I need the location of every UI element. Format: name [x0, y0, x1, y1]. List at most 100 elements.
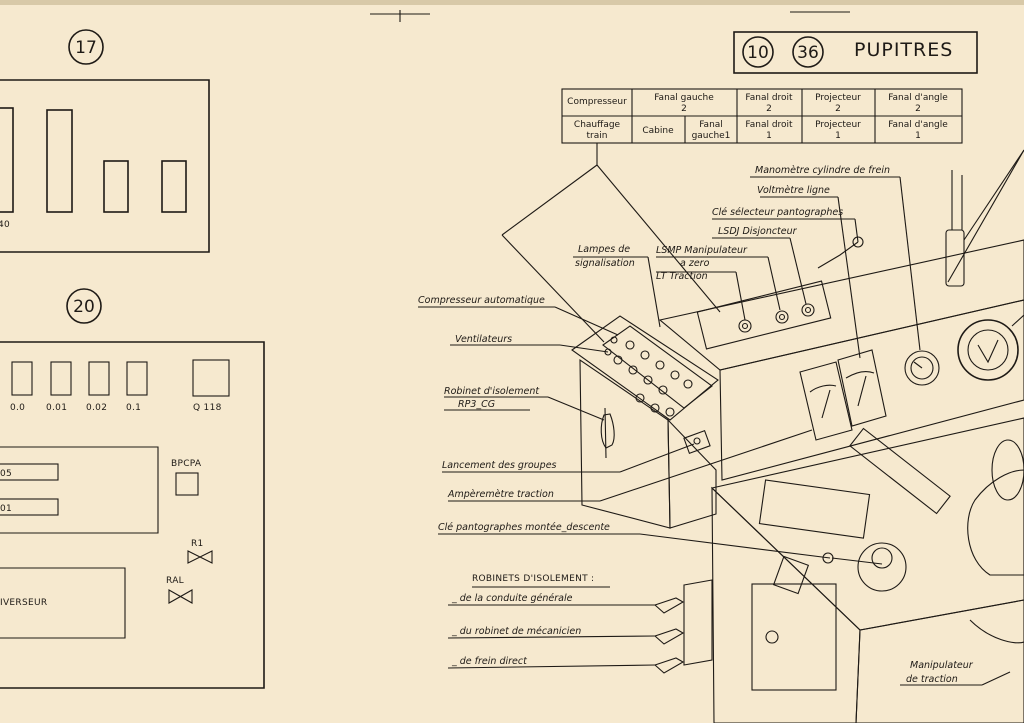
table-r2-projecteur-n: 1	[835, 131, 841, 141]
r1-valve-icon	[187, 550, 213, 564]
ral-label: RAL	[166, 576, 184, 586]
panel17-bar-2	[46, 109, 73, 213]
table-r1-fanal-gauche: Fanal gauche	[654, 93, 714, 103]
panel20-number: 20	[73, 297, 95, 317]
desk-slide	[849, 427, 951, 515]
label-a-zero: a zero	[680, 258, 710, 269]
header-circle-36	[792, 36, 824, 68]
panel20-box-q118	[192, 359, 230, 397]
pantograph-key-base	[857, 542, 907, 592]
table-r2-fanal-angle-n: 1	[915, 131, 921, 141]
table-r2-fanal-droit-n: 1	[766, 131, 772, 141]
panel17-bar-4	[161, 160, 187, 213]
large-dial	[957, 319, 1019, 381]
header-number-36: 36	[797, 43, 819, 63]
bpcpa-box	[175, 472, 199, 496]
upper-handle	[945, 229, 965, 287]
label-ventilateurs: Ventilateurs	[455, 334, 512, 345]
header-title: PUPITRES	[854, 39, 953, 61]
label-lancement: Lancement des groupes	[442, 460, 557, 471]
panel20-field-1	[0, 463, 59, 481]
header-circle-10	[742, 36, 774, 68]
panel17-bar-3	[103, 160, 129, 213]
table-r1-projecteur: Projecteur	[815, 93, 861, 103]
bpcpa-label: BPCPA	[171, 459, 202, 469]
label-conduite-generale: _ de la conduite générale	[451, 593, 573, 604]
panel20-field-2-value: 01	[0, 504, 12, 514]
panel20-box-01	[126, 361, 148, 396]
selector-key	[817, 241, 859, 269]
panel20-frame	[0, 341, 265, 689]
panel20-box-label-002: 0.02	[86, 403, 107, 413]
leader-lines	[418, 143, 1024, 686]
valve-frein-direct	[653, 657, 685, 674]
panel20-field-group	[0, 446, 159, 534]
desk-upper-panel	[658, 239, 1024, 371]
label-robinets-heading: ROBINETS D'ISOLEMENT :	[472, 574, 594, 584]
table-r1-projecteur-n: 2	[835, 104, 841, 114]
panel17-number: 17	[75, 38, 97, 58]
panel20-box-label-q118: Q 118	[193, 403, 222, 413]
label-robinet-mecanicien: _ du robinet de mécanicien	[451, 626, 581, 637]
valve-mecanicien	[653, 628, 685, 645]
table-r1-fanal-droit: Fanal droit	[745, 93, 793, 103]
label-amperemetre: Ampèremètre traction	[447, 489, 554, 500]
paper-edge	[0, 0, 1024, 5]
label-signalisation: signalisation	[575, 258, 635, 269]
table-r2-gauche1: gauche1	[692, 131, 731, 141]
cabinet-door	[751, 583, 837, 691]
ral-valve-icon	[168, 589, 193, 604]
label-manometre: Manomètre cylindre de frein	[755, 165, 890, 176]
header-frame	[733, 31, 978, 74]
label-cle-selecteur: Clé sélecteur pantographes	[712, 207, 843, 218]
panel20-number-circle	[66, 288, 102, 324]
table-r1-fanal-gauche-n: 2	[681, 104, 687, 114]
label-cle-pantographes: Clé pantographes montée_descente	[438, 522, 610, 533]
header-number-10: 10	[747, 43, 769, 63]
panel20-box-00	[11, 361, 33, 396]
panel17-number-circle	[68, 29, 104, 65]
panel20-field-2	[0, 498, 59, 516]
console-illustration	[571, 170, 1024, 723]
valve-conduite	[653, 597, 685, 614]
label-lsmp: LSMP Manipulateur	[656, 245, 748, 256]
table-r2-train: train	[587, 131, 608, 141]
table-r1-fanal-droit-n: 2	[766, 104, 772, 114]
table-r1-fanal-angle: Fanal d'angle	[888, 93, 948, 103]
switch-panel-side	[579, 358, 671, 529]
lamp-table	[561, 88, 963, 144]
indicator-strip	[696, 280, 832, 350]
panel20-box-label-001: 0.01	[46, 403, 67, 413]
inverseur-label: IVERSEUR	[0, 598, 47, 608]
label-robinet-isolement: Robinet d'isolement	[444, 386, 540, 397]
label-de-traction: de traction	[906, 674, 958, 685]
label-voltmetre: Voltmètre ligne	[757, 185, 830, 196]
table-r1-fanal-angle-n: 2	[915, 104, 921, 114]
ammeter-gauge	[799, 361, 853, 441]
desk-plate	[758, 479, 871, 539]
table-r2-fanal-angle: Fanal d'angle	[888, 120, 948, 130]
table-r2-projecteur: Projecteur	[815, 120, 861, 130]
panel17-bar-label: 40	[0, 220, 10, 230]
panel20-box-label-01: 0.1	[126, 403, 141, 413]
inverseur-box	[0, 567, 126, 639]
desk-base-front	[711, 486, 861, 723]
panel20-box-label-00: 0.0	[10, 403, 25, 413]
table-r1-compresseur: Compresseur	[567, 97, 627, 107]
panel20-box-001	[50, 361, 72, 396]
table-r2-cabine: Cabine	[642, 126, 674, 136]
label-rp3-cg: RP3_CG	[458, 399, 495, 410]
robinet-rp3-icon	[600, 413, 615, 449]
label-frein-direct: _ de frein direct	[451, 656, 528, 667]
panel20-field-1-value: 05	[0, 469, 12, 479]
panel20-box-002	[88, 361, 110, 396]
r1-label: R1	[191, 539, 204, 549]
panel17-frame	[0, 79, 210, 253]
label-lampes: Lampes de	[578, 244, 630, 255]
voltmeter-gauge	[837, 349, 887, 427]
lancement-button	[683, 430, 711, 454]
table-r2-fanal: Fanal	[699, 120, 723, 130]
panel17-bar-1	[0, 107, 14, 213]
